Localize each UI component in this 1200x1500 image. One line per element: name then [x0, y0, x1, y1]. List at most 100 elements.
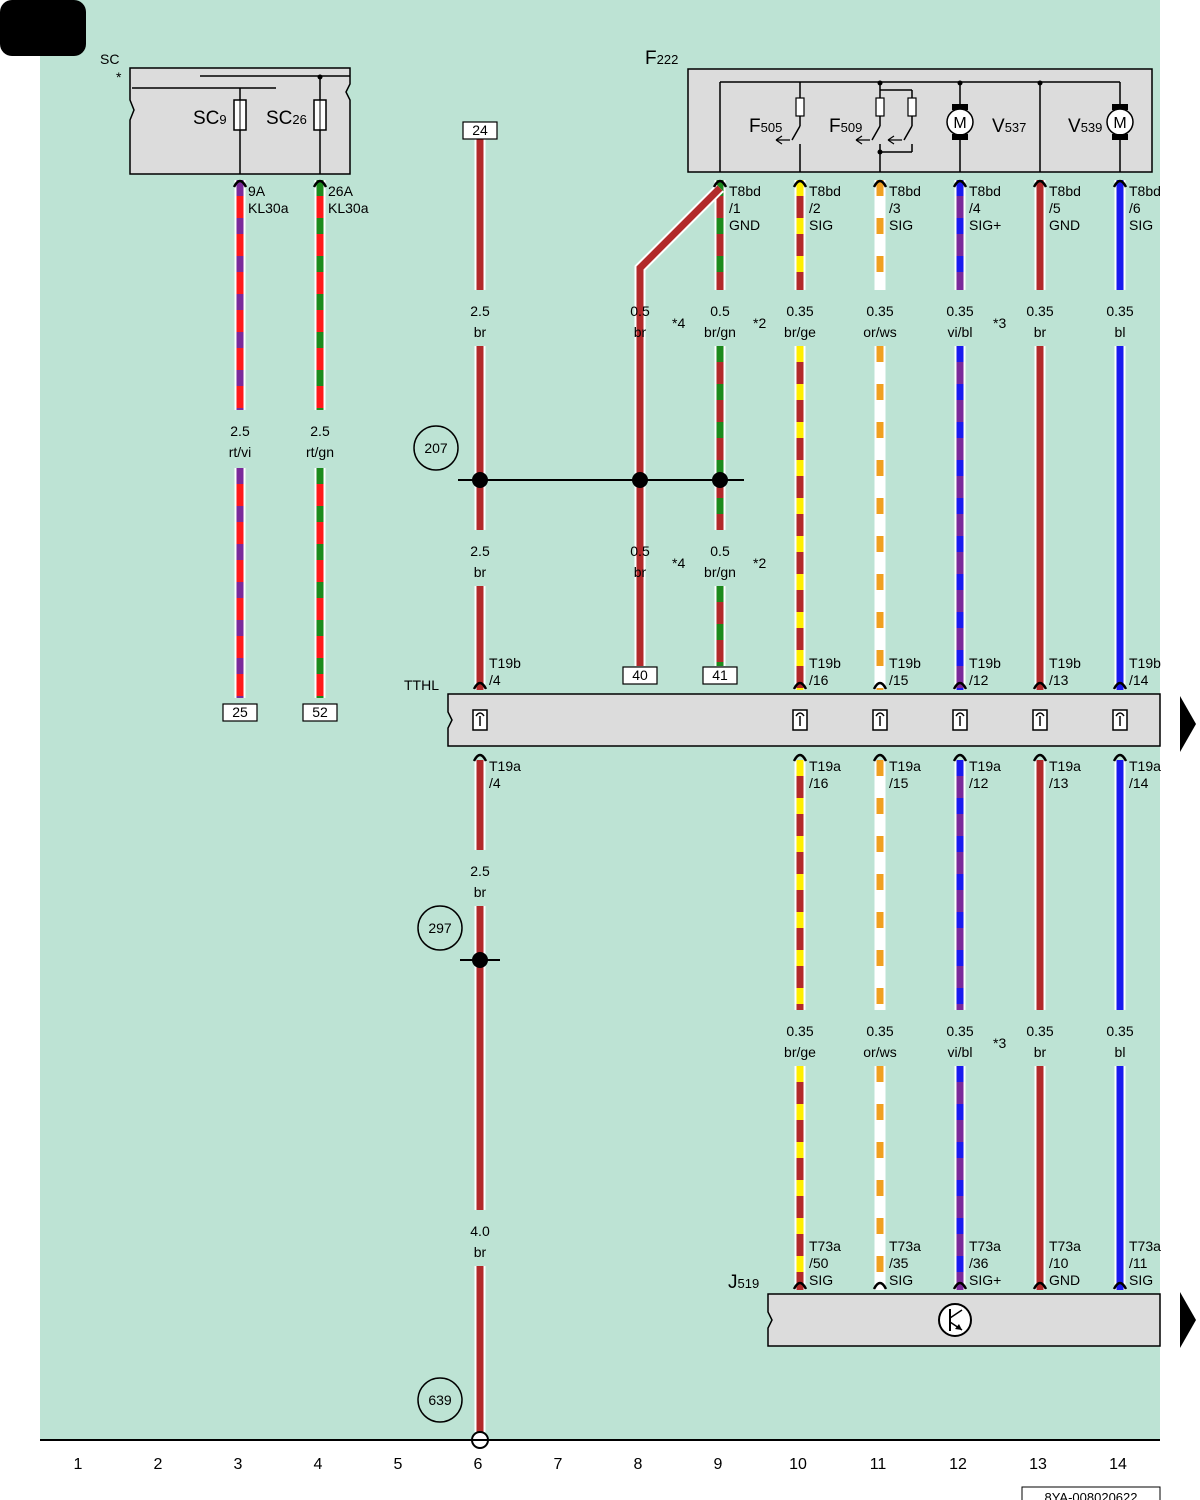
wire-size-label: 4.0 — [470, 1223, 490, 1239]
column-number: 13 — [1029, 1456, 1047, 1473]
column-number: 1 — [74, 1456, 83, 1473]
wire-color-label: bl — [1115, 1044, 1126, 1060]
connector-pin — [792, 681, 808, 690]
column-number: 7 — [554, 1456, 563, 1473]
ground-point-circle — [413, 425, 459, 471]
pin-label: T8bd — [969, 183, 1001, 199]
pin-label: /2 — [809, 200, 821, 216]
wire-size-label: 2.5 — [470, 303, 490, 319]
footnote-mark: *4 — [672, 555, 685, 571]
pin-label: GND — [729, 217, 760, 233]
pin-label: /10 — [1049, 1255, 1069, 1271]
splice-dot — [712, 472, 728, 488]
pin-label: GND — [1049, 1272, 1080, 1288]
pin-label: T73a — [1129, 1238, 1161, 1254]
wire-color-label: br — [1034, 324, 1047, 340]
connector-pin — [952, 681, 968, 690]
column-number: 5 — [394, 1456, 403, 1473]
passthrough-pin-arc — [1035, 712, 1045, 717]
wire-color-label: bl — [1115, 324, 1126, 340]
connector-pin — [1112, 681, 1128, 690]
ground-point-label: 297 — [428, 920, 452, 936]
column-number: 10 — [789, 1456, 807, 1473]
pin-label: T19b — [809, 655, 841, 671]
wire-size-label: 0.35 — [786, 303, 813, 319]
pin-label: /16 — [809, 672, 829, 688]
page-continue-arrow-1 — [1180, 696, 1196, 752]
pin-label: /4 — [489, 775, 501, 791]
corner-tab — [0, 0, 86, 56]
pin-label: T8bd — [1049, 183, 1081, 199]
pin-label: SIG — [889, 217, 913, 233]
pin-label: /35 — [889, 1255, 909, 1271]
connector-pin — [712, 179, 728, 188]
pin-label: /14 — [1129, 672, 1149, 688]
pin-label: /13 — [1049, 672, 1069, 688]
pin-label: T19b — [889, 655, 921, 671]
pin-label: GND — [1049, 217, 1080, 233]
ref-box-label: 24 — [472, 122, 488, 138]
wires-layer — [234, 134, 1126, 1432]
wire-color-label: br — [474, 564, 487, 580]
ref-box — [302, 703, 338, 722]
ref-box — [462, 121, 498, 140]
sc9-label: SC9 — [193, 108, 227, 129]
wire-size-label: 0.35 — [1106, 1023, 1133, 1039]
pin-label: T8bd — [809, 183, 841, 199]
f222-label: F222 — [645, 48, 678, 69]
pin-label: T19a — [1129, 758, 1161, 774]
pin-label: SIG — [889, 1272, 913, 1288]
wire-size-label: 0.35 — [1106, 303, 1133, 319]
pin-label: T73a — [1049, 1238, 1081, 1254]
page-continue-arrow-2 — [1180, 1292, 1196, 1348]
pin-label: T19a — [969, 758, 1001, 774]
pin-label: T19a — [809, 758, 841, 774]
ref-box-label: 40 — [632, 667, 648, 683]
wire-size-label: 2.5 — [230, 423, 250, 439]
sc-label: SC — [100, 51, 119, 67]
wire-color-label: br — [474, 324, 487, 340]
wire-color-label: vi/bl — [948, 324, 973, 340]
ref-box-label: 41 — [712, 667, 728, 683]
pin-label: 9A — [248, 183, 266, 199]
column-number: 12 — [949, 1456, 967, 1473]
sc-fuse-box — [129, 67, 351, 175]
connector-pin — [1112, 179, 1128, 188]
column-number: 8 — [634, 1456, 643, 1473]
splice-dot — [632, 472, 648, 488]
pin-label: T8bd — [729, 183, 761, 199]
wire-size-label: 0.35 — [1026, 303, 1053, 319]
wire-color-label: br — [634, 564, 647, 580]
ground-dot — [472, 952, 488, 968]
ground-point-label: 207 — [424, 440, 448, 456]
passthrough-pin-arc — [955, 712, 965, 717]
pin-label: T19b — [1049, 655, 1081, 671]
wire-color-label: br/ge — [784, 1044, 816, 1060]
connector-pin — [872, 681, 888, 690]
connector-pin — [872, 1281, 888, 1290]
connector-pin — [472, 753, 488, 762]
pin-label: /5 — [1049, 200, 1061, 216]
overlay-layer — [232, 179, 1128, 1449]
connector-pin — [312, 179, 328, 188]
wire-size-label: 2.5 — [470, 863, 490, 879]
column-number: 11 — [870, 1456, 887, 1473]
wire-color-label: br — [1034, 1044, 1047, 1060]
pin-label: T19a — [489, 758, 521, 774]
ref-box — [222, 703, 258, 722]
pin-label: T73a — [889, 1238, 921, 1254]
ref-box-label: 52 — [312, 704, 328, 720]
wire-col8-diagonal — [634, 184, 724, 350]
pin-label: T19a — [1049, 758, 1081, 774]
ground-point-circle — [417, 905, 463, 951]
f509-label: F509 — [829, 116, 862, 137]
wire-color-label: br/gn — [704, 564, 736, 580]
pin-label: /3 — [889, 200, 901, 216]
column-number: 4 — [314, 1456, 323, 1473]
pin-label: T8bd — [889, 183, 921, 199]
connector-pin — [792, 1281, 808, 1290]
pin-label: /12 — [969, 672, 989, 688]
